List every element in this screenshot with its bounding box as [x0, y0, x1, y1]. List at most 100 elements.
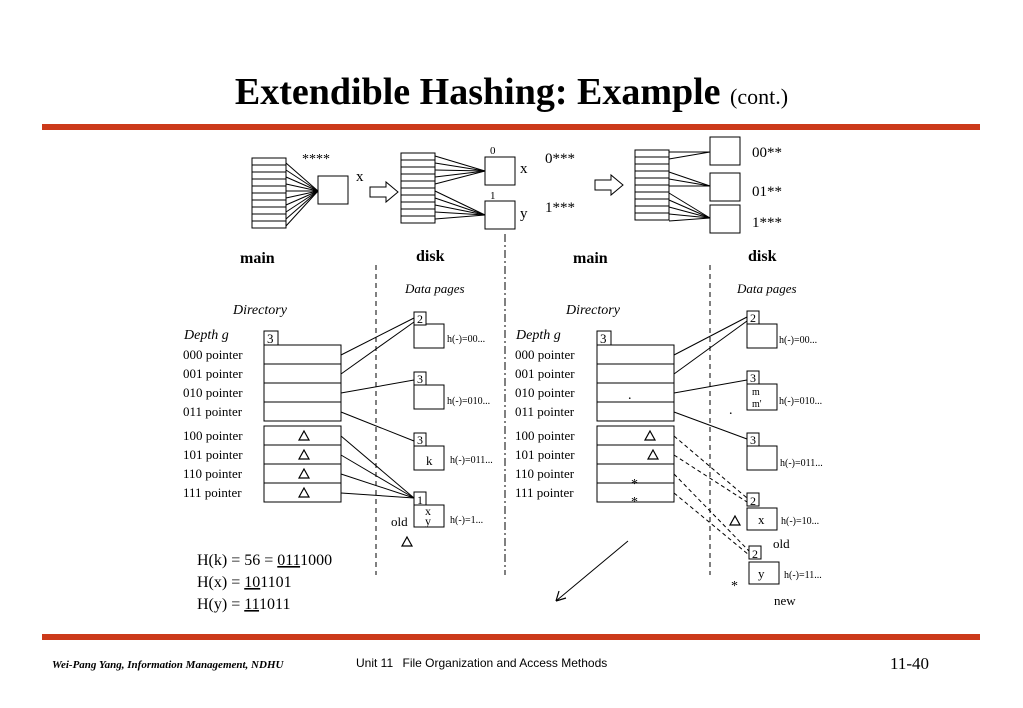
fan-line: [668, 151, 711, 160]
directory-slot-left: [263, 482, 342, 503]
directory-slot-left: [263, 344, 342, 365]
fan-line: [434, 214, 486, 220]
directory-slot-left: [263, 363, 342, 384]
depth-label-left: Depth g: [183, 328, 229, 343]
fan-line: [285, 190, 319, 220]
local-depth-box: [413, 371, 427, 386]
directory-slot-left: [263, 401, 342, 422]
fan-line: [668, 213, 711, 219]
footer-unit: Unit 11 File Organization and Access Met…: [356, 656, 607, 670]
local-depth-left-3: 1: [417, 493, 423, 507]
footer-page-number: 11-40: [890, 654, 930, 673]
hash-value-0: H(k) = 56 = 0111000: [197, 552, 332, 569]
main-label-left: main: [240, 250, 275, 267]
bucket-left-00: [413, 323, 445, 349]
hash-prefix-left-1: h(-)=010...: [447, 396, 490, 407]
moved-entry-triangle-icon: [297, 486, 311, 498]
old-label-right: old: [773, 536, 790, 551]
fan-line: [285, 162, 319, 192]
pointer-label-right: 100 pointer: [515, 428, 575, 443]
hash-value-1: H(x) = 101101: [197, 574, 292, 591]
dir-to-bucket: [673, 379, 748, 394]
split-pointer: [673, 492, 750, 556]
hash-prefix-right-2: h(-)=011...: [780, 458, 823, 469]
triangle-icon: [646, 448, 660, 460]
pointer-label-left: 010 pointer: [183, 385, 243, 400]
fan-line: [434, 211, 486, 216]
dir-to-bucket: [673, 316, 748, 356]
moved-entry-triangle-icon: [297, 429, 311, 441]
title-sub: (cont.): [730, 84, 789, 109]
title-main: Extendible Hashing: Example: [234, 71, 721, 113]
hash-prefix-right-0: h(-)=00...: [779, 335, 817, 346]
directory-slot-right: [596, 344, 675, 365]
local-depth-right-3: 2: [750, 494, 756, 508]
fan-line: [434, 170, 486, 185]
split-pointer: [673, 435, 748, 499]
local-depth-left-2: 3: [417, 433, 423, 447]
directory-slot-left: [263, 382, 342, 403]
directory-slot-left: [263, 444, 342, 465]
pointer-label-left: 001 pointer: [183, 366, 243, 381]
bucket-right-010: [746, 383, 778, 411]
bucket-right-11: [748, 561, 780, 585]
record-x-label: x: [356, 169, 364, 185]
data-pages-label-right: Data pages: [736, 281, 797, 296]
split-pointer: [673, 454, 748, 503]
directory-label-left: Directory: [232, 303, 288, 318]
hash-prefix-left-0: h(-)=00...: [447, 334, 485, 345]
bucket-left-1-record-x: x: [425, 504, 431, 518]
fan-line: [285, 176, 319, 192]
local-depth-left-1: 3: [417, 372, 423, 386]
bucket-b0-record: x: [520, 161, 528, 177]
old-entry-triangle-icon: [728, 514, 742, 526]
footer-unit-number: Unit 11: [356, 656, 394, 670]
hash-value-2: H(y) = 111011: [197, 596, 290, 613]
local-depth-right-4: 2: [752, 547, 758, 561]
footer-author: Wei-Pang Yang, Information Management, N…: [52, 659, 284, 671]
dot-mark: .: [628, 388, 632, 403]
main-label-right: main: [573, 250, 608, 267]
dir-to-bucket: [340, 411, 415, 442]
directory-slot-left: [263, 425, 342, 446]
moved-entry-triangle-icon: [297, 467, 311, 479]
bucket-left-1-record-y: y: [425, 514, 431, 528]
dir-to-bucket: [673, 411, 748, 440]
fan-line: [668, 206, 711, 219]
bucket-c1-prefix: 1***: [752, 215, 782, 231]
local-depth-box: [746, 432, 760, 447]
pointer-label-right: 111 pointer: [515, 485, 574, 500]
bucket-b1-record: y: [520, 206, 528, 222]
bucket-left-011: [413, 445, 445, 471]
dir-to-bucket: [340, 317, 415, 356]
local-depth-right-1: 3: [750, 371, 756, 385]
top-rule: [42, 124, 980, 130]
footer-topic: File Organization and Access Methods: [402, 656, 608, 670]
disk-label-right: disk: [748, 248, 777, 265]
global-depth-right: 3: [600, 331, 607, 346]
directory-slot-right: [596, 363, 675, 384]
fan-line: [285, 190, 319, 213]
bucket-b0: [484, 156, 516, 186]
pointer-label-left: 111 pointer: [183, 485, 242, 500]
hash-prefix-right-4: h(-)=11...: [784, 570, 822, 581]
dir-to-bucket: [340, 473, 415, 499]
old-label-left: old: [391, 514, 408, 529]
local-depth-box: [746, 492, 760, 507]
right-arrow-icon: [369, 180, 399, 204]
bucket-b1: [484, 200, 516, 230]
bucket-left-1: [413, 504, 445, 528]
bucket-c00-prefix: 00**: [752, 145, 782, 161]
fan-line: [434, 170, 486, 178]
new-entry-star: *: [731, 579, 738, 594]
fan-line: [285, 169, 319, 192]
dir-to-bucket: [340, 379, 415, 394]
bucket-c1: [709, 204, 741, 234]
local-depth-right-2: 3: [750, 433, 756, 447]
dir-to-bucket: [673, 320, 748, 375]
bucket-right-00: [746, 323, 778, 349]
local-depth-box: [413, 491, 427, 506]
dir-to-bucket: [340, 321, 415, 375]
pointer-label-right: 001 pointer: [515, 366, 575, 381]
